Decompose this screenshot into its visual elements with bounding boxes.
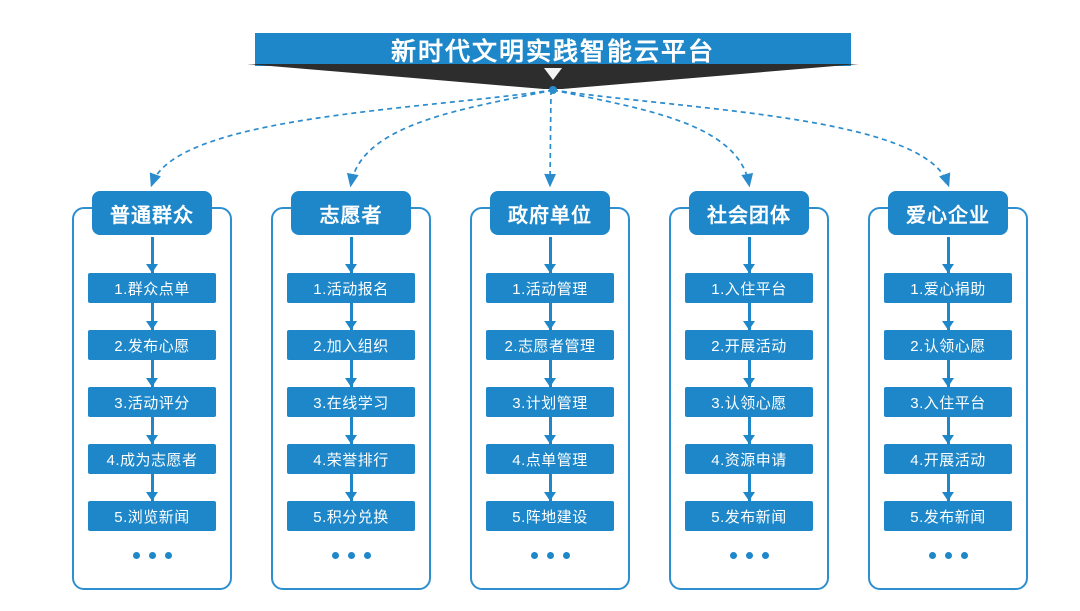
role-body: 1.入住平台 2.开展活动 3.认领心愿 4.资源申请 5.发布新闻 (669, 207, 829, 590)
step-box: 5.浏览新闻 (88, 501, 216, 531)
down-arrow-icon (946, 237, 950, 273)
step-box: 1.群众点单 (88, 273, 216, 303)
step-box: 2.认领心愿 (884, 330, 1012, 360)
step-box: 1.活动管理 (486, 273, 614, 303)
step-box: 5.发布新闻 (884, 501, 1012, 531)
down-arrow-icon (150, 237, 154, 273)
fan-connector-lines (149, 89, 951, 188)
step-box: 3.入住平台 (884, 387, 1012, 417)
down-arrow-icon (946, 417, 950, 444)
step-box: 3.认领心愿 (685, 387, 813, 417)
step-box: 4.点单管理 (486, 444, 614, 474)
more-dots-icon (132, 552, 172, 559)
down-arrow-icon (349, 417, 353, 444)
role-header: 爱心企业 (888, 191, 1008, 235)
page-title: 新时代文明实践智能云平台 (255, 33, 851, 66)
down-arrow-icon (349, 237, 353, 273)
down-arrow-icon (150, 303, 154, 330)
step-box: 4.资源申请 (685, 444, 813, 474)
role-body: 1.活动管理 2.志愿者管理 3.计划管理 4.点单管理 5.阵地建设 (470, 207, 630, 590)
down-arrow-icon (548, 474, 552, 501)
down-arrow-icon (544, 68, 562, 80)
role-column-4: 社会团体 1.入住平台 2.开展活动 3.认领心愿 4.资源申请 5.发布新闻 (669, 191, 829, 590)
dashed-connector-5 (552, 89, 951, 188)
down-arrow-icon (548, 237, 552, 273)
down-arrow-icon (946, 303, 950, 330)
more-dots-icon (729, 552, 769, 559)
dashed-connector-4 (552, 89, 754, 188)
down-arrow-icon (747, 237, 751, 273)
role-body: 1.群众点单 2.发布心愿 3.活动评分 4.成为志愿者 5.浏览新闻 (72, 207, 232, 590)
step-box: 3.活动评分 (88, 387, 216, 417)
down-arrow-icon (747, 360, 751, 387)
step-box: 2.志愿者管理 (486, 330, 614, 360)
step-box: 4.成为志愿者 (88, 444, 216, 474)
down-arrow-icon (150, 417, 154, 444)
step-box: 3.计划管理 (486, 387, 614, 417)
down-arrow-icon (747, 474, 751, 501)
step-box: 1.爱心捐助 (884, 273, 1012, 303)
dashed-connector-3 (544, 89, 557, 188)
step-box: 2.发布心愿 (88, 330, 216, 360)
step-box: 5.发布新闻 (685, 501, 813, 531)
down-arrow-icon (548, 360, 552, 387)
role-header: 社会团体 (689, 191, 809, 235)
step-box: 4.开展活动 (884, 444, 1012, 474)
role-body: 1.活动报名 2.加入组织 3.在线学习 4.荣誉排行 5.积分兑换 (271, 207, 431, 590)
more-dots-icon (928, 552, 968, 559)
more-dots-icon (331, 552, 371, 559)
down-arrow-icon (548, 303, 552, 330)
step-box: 1.入住平台 (685, 273, 813, 303)
step-box: 1.活动报名 (287, 273, 415, 303)
role-column-1: 普通群众 1.群众点单 2.发布心愿 3.活动评分 4.成为志愿者 5.浏览新闻 (72, 191, 232, 590)
down-arrow-icon (150, 474, 154, 501)
step-box: 2.开展活动 (685, 330, 813, 360)
role-header: 普通群众 (92, 191, 212, 235)
step-box: 3.在线学习 (287, 387, 415, 417)
down-arrow-icon (349, 303, 353, 330)
dashed-connector-2 (346, 89, 554, 188)
dashed-connector-1 (149, 89, 554, 188)
role-column-5: 爱心企业 1.爱心捐助 2.认领心愿 3.入住平台 4.开展活动 5.发布新闻 (868, 191, 1028, 590)
role-column-2: 志愿者 1.活动报名 2.加入组织 3.在线学习 4.荣誉排行 5.积分兑换 (271, 191, 431, 590)
more-dots-icon (530, 552, 570, 559)
step-box: 2.加入组织 (287, 330, 415, 360)
down-arrow-icon (747, 303, 751, 330)
role-body: 1.爱心捐助 2.认领心愿 3.入住平台 4.开展活动 5.发布新闻 (868, 207, 1028, 590)
step-box: 5.积分兑换 (287, 501, 415, 531)
down-arrow-icon (946, 360, 950, 387)
step-box: 4.荣誉排行 (287, 444, 415, 474)
down-arrow-icon (349, 474, 353, 501)
down-arrow-icon (349, 360, 353, 387)
role-header: 志愿者 (291, 191, 411, 235)
down-arrow-icon (548, 417, 552, 444)
role-header: 政府单位 (490, 191, 610, 235)
down-arrow-icon (946, 474, 950, 501)
down-arrow-icon (150, 360, 154, 387)
role-column-3: 政府单位 1.活动管理 2.志愿者管理 3.计划管理 4.点单管理 5.阵地建设 (470, 191, 630, 590)
down-arrow-icon (747, 417, 751, 444)
step-box: 5.阵地建设 (486, 501, 614, 531)
